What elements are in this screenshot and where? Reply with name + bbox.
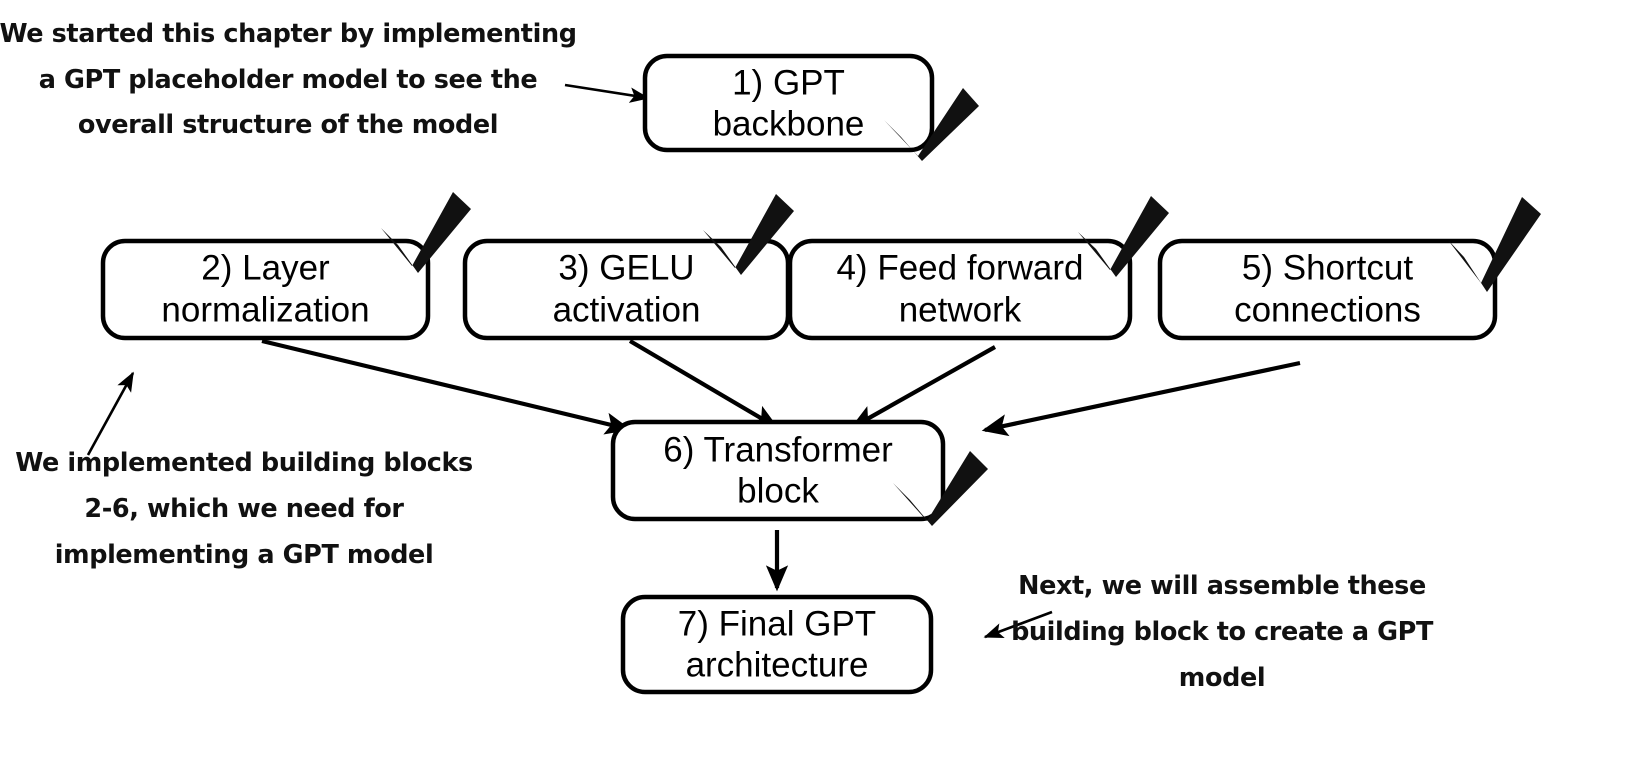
node-layer-normalization-line1: 2) Layer — [201, 248, 330, 287]
node-final-gpt-architecture-line2: architecture — [686, 645, 869, 684]
node-gelu-activation-line2: activation — [553, 290, 701, 329]
note-gpt-placeholder-line2: a GPT placeholder model to see the — [39, 65, 538, 95]
node-shortcut-connections-line1: 5) Shortcut — [1242, 248, 1413, 287]
note-building-blocks-line2: 2-6, which we need for — [84, 494, 404, 524]
node-feed-forward-network[interactable]: 4) Feed forward network — [787, 196, 1169, 341]
checkmark-icon — [1078, 196, 1169, 277]
node-final-gpt-architecture[interactable]: 7) Final GPT architecture — [620, 594, 934, 695]
node-final-gpt-architecture-box[interactable] — [620, 594, 934, 695]
node-final-gpt-architecture-line1: 7) Final GPT — [678, 604, 876, 643]
checkmark-icon — [381, 192, 471, 273]
checkmark-icon — [884, 88, 979, 161]
node-layer-normalization-box[interactable] — [100, 238, 431, 341]
note-gpt-placeholder-line1: We started this chapter by implementing — [0, 19, 577, 49]
note-gpt-placeholder-leader — [564, 83, 650, 103]
note-building-blocks-leader — [86, 371, 135, 456]
node-transformer-block[interactable]: 6) Transformer block — [610, 419, 988, 526]
node-shortcut-connections-box[interactable] — [1157, 238, 1498, 341]
node-transformer-block-line2: block — [737, 471, 819, 510]
edge-shortcut-to-transformer — [981, 360, 1301, 437]
node-feed-forward-network-box[interactable] — [787, 238, 1133, 341]
note-building-blocks: We implemented building blocks 2-6, whic… — [15, 448, 473, 570]
edge-gelu-to-transformer — [628, 339, 779, 429]
edge-layer-norm-to-transformer — [261, 338, 632, 435]
node-gpt-backbone-line1: 1) GPT — [732, 63, 845, 102]
note-building-blocks-line1: We implemented building blocks — [15, 448, 473, 478]
node-transformer-block-box[interactable] — [610, 419, 946, 522]
node-gpt-backbone-line2: backbone — [713, 104, 865, 143]
node-gpt-backbone-box[interactable] — [642, 53, 935, 153]
note-assemble-gpt-line2: building block to create a GPT — [1011, 617, 1434, 647]
edge-feedforward-to-transformer — [850, 345, 997, 429]
node-gpt-backbone[interactable]: 1) GPT backbone — [642, 53, 979, 161]
node-gelu-activation[interactable]: 3) GELU activation — [462, 194, 794, 341]
node-shortcut-connections-line2: connections — [1234, 290, 1421, 329]
node-transformer-block-line1: 6) Transformer — [663, 430, 893, 469]
note-gpt-placeholder-line3: overall structure of the model — [78, 110, 498, 140]
node-feed-forward-network-line2: network — [899, 290, 1022, 329]
node-gelu-activation-line1: 3) GELU — [558, 248, 694, 287]
note-assemble-gpt: Next, we will assemble these building bl… — [1011, 571, 1434, 693]
note-assemble-gpt-line1: Next, we will assemble these — [1018, 571, 1426, 601]
checkmark-icon — [703, 194, 794, 275]
note-gpt-placeholder: We started this chapter by implementing … — [0, 19, 577, 140]
node-shortcut-connections[interactable]: 5) Shortcut connections — [1157, 197, 1541, 341]
node-layer-normalization-line2: normalization — [161, 290, 369, 329]
note-assemble-gpt-line3: model — [1179, 663, 1265, 693]
checkmark-icon — [893, 451, 988, 526]
note-assemble-gpt-leader — [983, 610, 1053, 639]
note-building-blocks-line3: implementing a GPT model — [55, 540, 434, 570]
node-feed-forward-network-line1: 4) Feed forward — [836, 248, 1083, 287]
node-layer-normalization[interactable]: 2) Layer normalization — [100, 192, 471, 341]
checkmark-icon — [1448, 197, 1541, 292]
